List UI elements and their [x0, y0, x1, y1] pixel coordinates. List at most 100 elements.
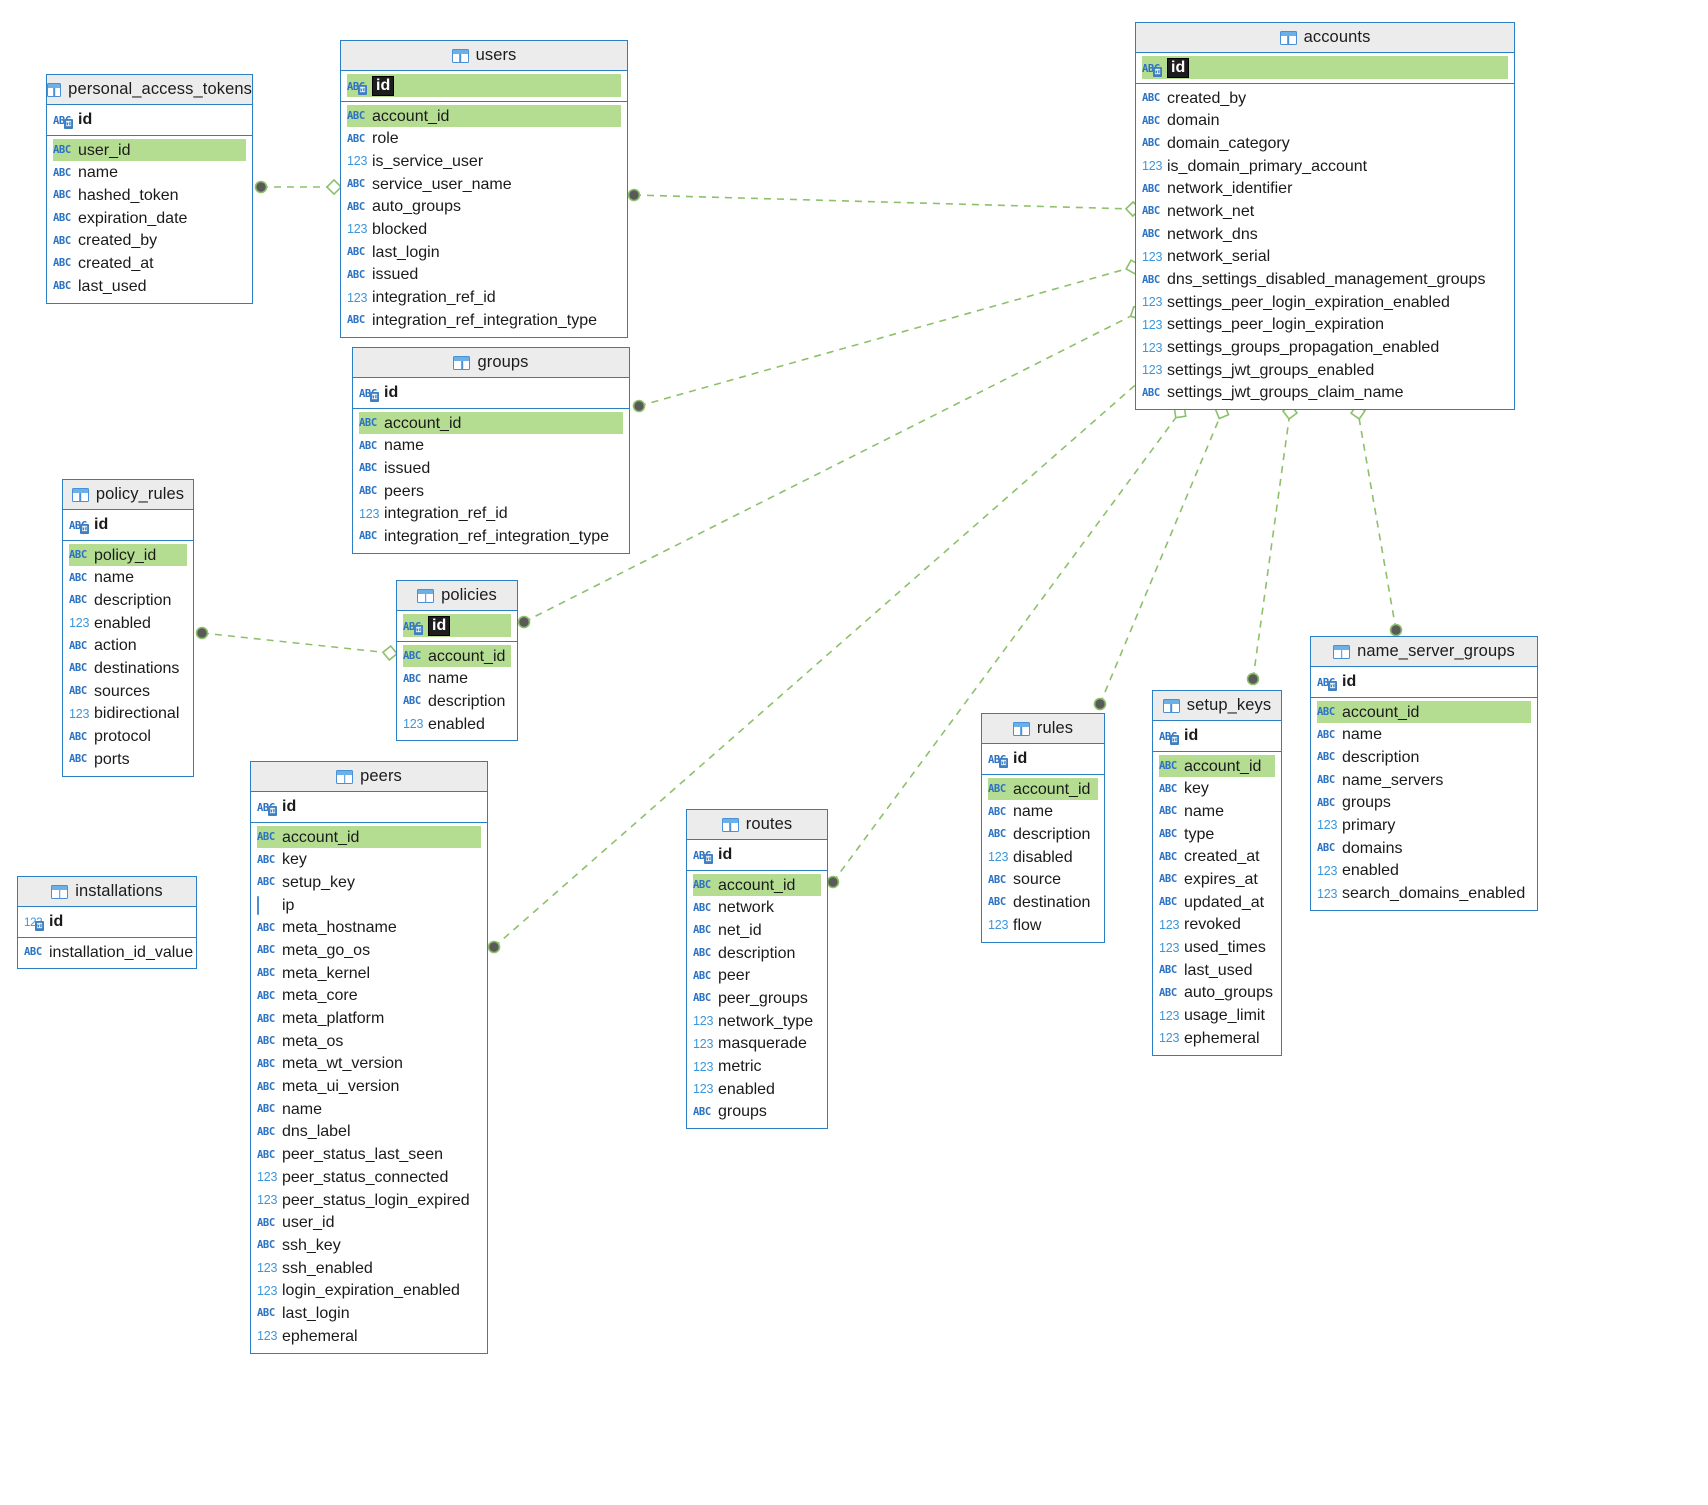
- entity-header[interactable]: setup_keys: [1153, 691, 1281, 721]
- pk-column-id[interactable]: ABC⚿id: [1159, 724, 1275, 747]
- entity-header[interactable]: installations: [18, 877, 196, 907]
- pk-column-id[interactable]: ABC⚿id: [347, 74, 621, 97]
- column-ip[interactable]: ip: [257, 894, 481, 917]
- entity-header[interactable]: groups: [353, 348, 629, 378]
- pk-column-id[interactable]: ABC⚿id: [1142, 56, 1508, 79]
- entity-header[interactable]: accounts: [1136, 23, 1514, 53]
- entity-header[interactable]: routes: [687, 810, 827, 840]
- entity-header[interactable]: name_server_groups: [1311, 637, 1537, 667]
- entity-header[interactable]: rules: [982, 714, 1104, 744]
- pk-column-id[interactable]: ABC⚿id: [403, 614, 511, 637]
- pk-column-id[interactable]: ABC⚿id: [359, 381, 623, 404]
- pk-column-id[interactable]: ABC⚿id: [257, 795, 481, 818]
